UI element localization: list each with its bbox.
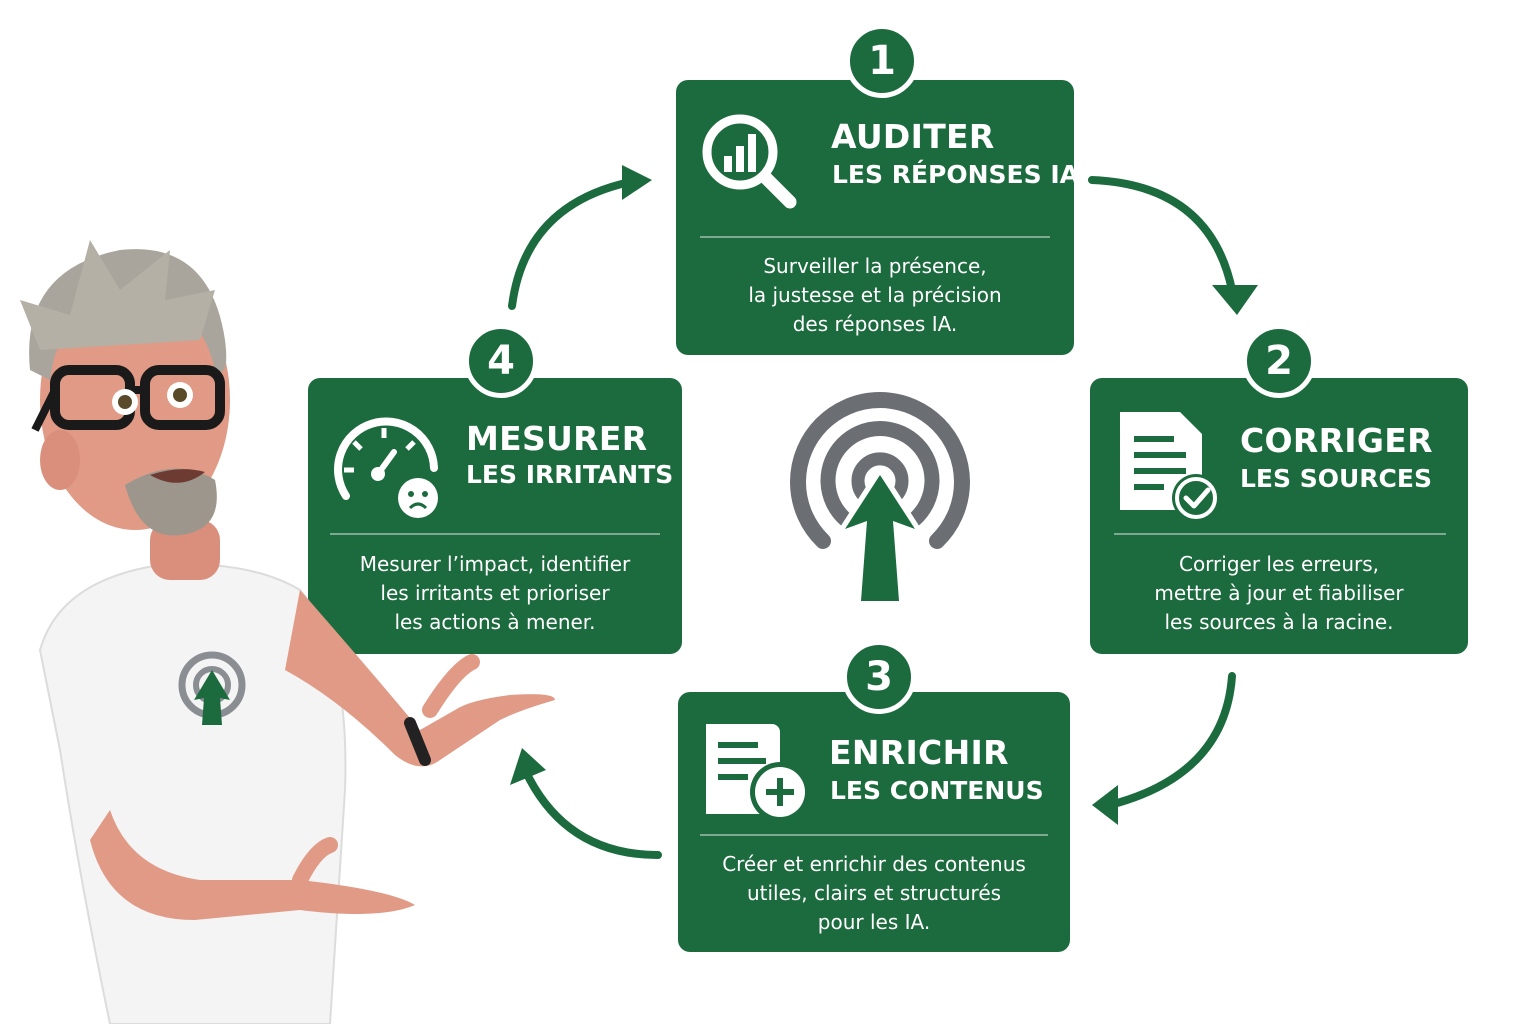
- step-title: CORRIGER: [1240, 421, 1433, 460]
- step-card-corriger: CORRIGER LES SOURCES Corriger les erreur…: [1090, 378, 1468, 654]
- step-description: Mesurer l’impact, identifier les irritan…: [359, 552, 631, 634]
- gauge-sad-face-icon: [334, 417, 438, 518]
- arrow-2-to-3: [1106, 672, 1236, 809]
- divider: [330, 533, 660, 535]
- document-check-icon: [1120, 412, 1220, 522]
- step-subtitle: LES SOURCES: [1240, 464, 1432, 493]
- step-number-badge: 4: [464, 324, 538, 398]
- step-number-badge: 3: [842, 640, 916, 714]
- document-plus-icon: [706, 724, 810, 822]
- arrowhead-2: [1092, 785, 1118, 825]
- step-number-badge: 2: [1242, 324, 1316, 398]
- step-description: Créer et enrichir des contenus utiles, c…: [722, 852, 1026, 934]
- step-title: AUDITER: [831, 117, 995, 156]
- step-description: Corriger les erreurs, mettre à jour et f…: [1154, 552, 1404, 634]
- step-subtitle: LES RÉPONSES IA: [832, 160, 1079, 189]
- arrow-1-to-2: [1088, 176, 1236, 294]
- divider: [700, 834, 1048, 836]
- arrow-4-to-1: [508, 178, 634, 310]
- step-card-auditer: AUDITER LES RÉPONSES IA Surveiller la pr…: [676, 80, 1079, 355]
- step-card-enrichir: ENRICHIR LES CONTENUS Créer et enrichir …: [678, 692, 1070, 952]
- step-description: Surveiller la présence, la justesse et l…: [748, 254, 1002, 336]
- step-number-badge: 1: [845, 24, 919, 98]
- arrow-3-to-4: [521, 766, 662, 859]
- presenter-avatar: [20, 240, 555, 1024]
- step-subtitle: LES IRRITANTS: [466, 460, 674, 489]
- arrowhead-4: [622, 165, 652, 200]
- step-card-mesurer: MESURER LES IRRITANTS Mesurer l’impact, …: [308, 378, 682, 654]
- magnifier-chart-icon: [702, 114, 797, 209]
- arrowhead-1: [1212, 285, 1258, 315]
- step-title: ENRICHIR: [829, 733, 1009, 772]
- target-arrow-logo: [790, 392, 970, 605]
- divider: [700, 236, 1050, 238]
- arrowhead-3: [510, 748, 546, 785]
- step-subtitle: LES CONTENUS: [830, 776, 1044, 805]
- divider: [1114, 533, 1446, 535]
- step-title: MESURER: [466, 419, 648, 458]
